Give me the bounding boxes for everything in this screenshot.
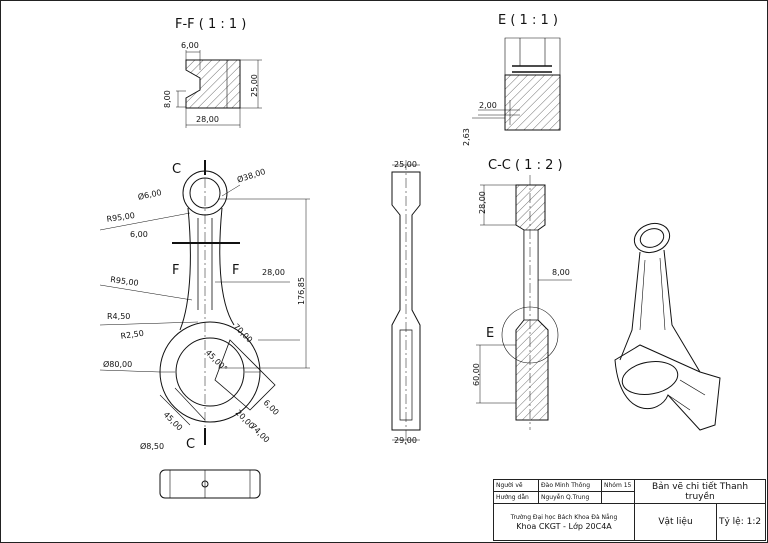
dim-w6: 6,00: [130, 230, 148, 239]
dim-cc-60: 60,00: [472, 363, 481, 386]
iso-rod: [619, 249, 701, 373]
dim-e-2: 2,00: [479, 101, 497, 110]
view-title-cc: C-C ( 1 : 2 ): [488, 158, 563, 173]
dim-r45: R4,50: [107, 312, 131, 321]
dim-d80: Ø80,00: [103, 360, 133, 369]
dim-ff-25: 25,00: [250, 74, 259, 97]
iso-small-end: [633, 222, 671, 254]
dim-cc-8: 8,00: [552, 268, 570, 277]
dim-side-29: 29,00: [394, 436, 417, 445]
cap-bottom-view: [159, 469, 261, 499]
dim-side-25: 25,00: [394, 160, 417, 169]
school-faculty: Trường Đại học Bách Khoa Đà Nẵng Khoa CK…: [493, 503, 635, 541]
marker-c-top: C: [172, 162, 182, 177]
big-end-inner: [175, 337, 245, 407]
marker-f-left: F: [172, 263, 180, 278]
dim-ff-8: 8,00: [163, 90, 172, 108]
dim-d85: Ø8,50: [140, 442, 165, 451]
material-label: Vật liệu: [634, 503, 717, 541]
detail-e-circle: [501, 306, 559, 364]
marker-c-bottom: C: [186, 437, 196, 452]
dim-ff-6: 6,00: [181, 41, 199, 50]
guide-label: Hướng dẫn: [493, 491, 539, 504]
title-block: Người vẽ Đào Minh Thông Nhóm 15 Bản vẽ c…: [493, 479, 766, 541]
dim-w28: 28,00: [262, 268, 285, 277]
rod-body: [179, 207, 235, 331]
dim-h17685: 176,85: [297, 277, 306, 305]
empty-cell: [601, 491, 635, 504]
iso-big-end: [614, 344, 721, 431]
drawn-label: Người vẽ: [493, 479, 539, 492]
school-name: Trường Đại học Bách Khoa Đà Nẵng: [510, 514, 618, 521]
view-title-ff: F-F ( 1 : 1 ): [175, 17, 247, 32]
scale-label: Tỷ lệ: 1:2: [716, 503, 766, 541]
dim-e-263: 2,63: [462, 128, 471, 146]
dim-ff-28: 28,00: [196, 115, 219, 124]
marker-f-right: F: [232, 263, 240, 278]
drawn-name: Đào Minh Thông: [538, 479, 602, 492]
section-ff-shape: [185, 59, 241, 109]
faculty-class: Khoa CKGT - Lớp 20C4A: [516, 522, 612, 531]
drawing-title: Bản vẽ chi tiết Thanh truyền: [634, 479, 766, 504]
marker-e: E: [486, 326, 495, 341]
group-label: Nhóm 15: [601, 479, 635, 492]
cap-bolt-boss: [214, 339, 276, 411]
view-title-e: E ( 1 : 1 ): [498, 13, 558, 28]
guide-name: Nguyễn Q.Trung: [538, 491, 602, 504]
side-view-outline: [391, 171, 421, 431]
dim-cc-28: 28,00: [478, 191, 487, 214]
